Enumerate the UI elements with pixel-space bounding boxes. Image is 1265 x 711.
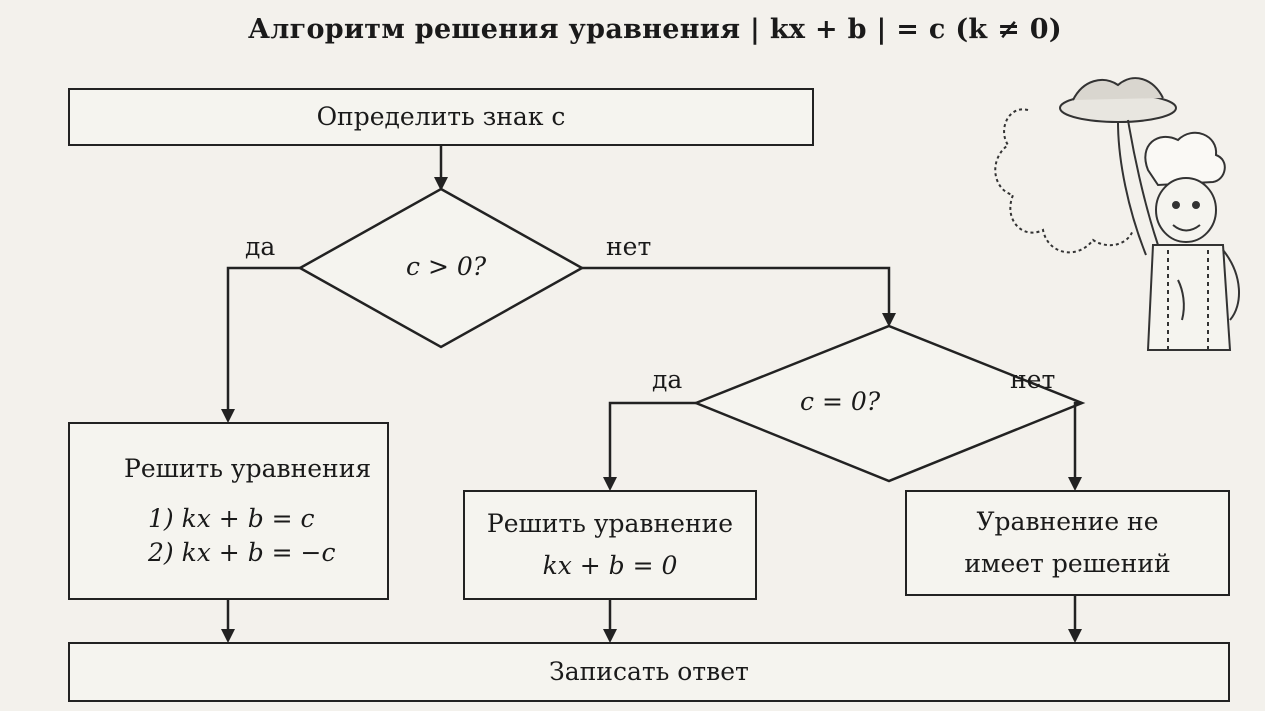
arrow-d1-no bbox=[582, 266, 896, 327]
end-box: Записать ответ bbox=[68, 642, 1230, 702]
diagram-title: Алгоритм решения уравнения | kx + b | = … bbox=[248, 14, 1062, 45]
decision1-yes-label: да bbox=[245, 232, 276, 261]
end-box-text: Записать ответ bbox=[549, 657, 749, 687]
no-solution-box: Уравнение не имеет решений bbox=[905, 490, 1230, 596]
no-solution-line1: Уравнение не bbox=[976, 507, 1159, 537]
solve-two-box: Решить уравнения 1) kx + b = c 2) kx + b… bbox=[68, 422, 389, 600]
start-box-text: Определить знак c bbox=[316, 102, 566, 132]
arrow-d2-no bbox=[1068, 401, 1082, 491]
decision2-diamond bbox=[692, 324, 1086, 483]
decision2-text: c = 0? bbox=[800, 387, 881, 416]
solve-two-eq1: 1) kx + b = c bbox=[148, 504, 315, 534]
chef-illustration bbox=[994, 77, 1240, 351]
arrow-d2-yes bbox=[603, 401, 696, 491]
solve-two-heading: Решить уравнения bbox=[124, 454, 372, 484]
solve-one-eq: kx + b = 0 bbox=[542, 551, 678, 580]
decision1-diamond bbox=[297, 187, 585, 349]
start-box: Определить знак c bbox=[68, 88, 814, 146]
solve-one-box: Решить уравнение kx + b = 0 bbox=[463, 490, 757, 600]
no-solution-line2: имеет решений bbox=[964, 549, 1171, 578]
arrow-d1-yes bbox=[221, 266, 300, 423]
decision2-no-label: нет bbox=[1010, 365, 1056, 394]
decision1-text: c > 0? bbox=[406, 252, 487, 281]
solve-two-eq2: 2) kx + b = −c bbox=[148, 537, 336, 567]
decision2-yes-label: да bbox=[652, 365, 683, 394]
decision1-no-label: нет bbox=[606, 232, 652, 261]
solve-one-heading: Решить уравнение bbox=[486, 509, 734, 539]
